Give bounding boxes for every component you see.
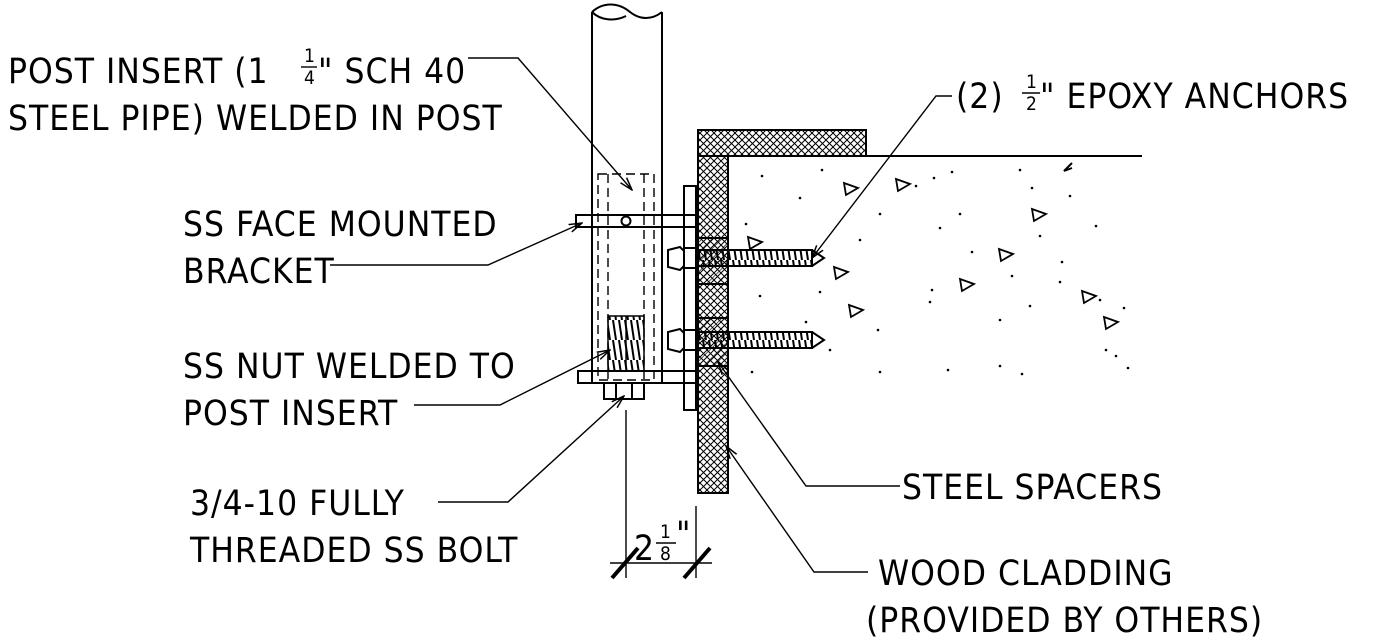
label-anchors: (2) 1 2 " EPOXY ANCHORS [956, 71, 1349, 117]
threaded-bolt [607, 315, 645, 372]
nut-line1: SS NUT WELDED TO [183, 347, 516, 387]
anchors-prefix: (2) [956, 77, 1004, 117]
stipple-dot [1010, 274, 1014, 278]
stipple-dot [1038, 234, 1042, 238]
aggregate-mark [958, 277, 977, 293]
stipple-dot [1068, 194, 1072, 198]
bracket-line1: SS FACE MOUNTED [183, 205, 498, 245]
stipple-dot [946, 368, 950, 372]
stipple-dot [798, 196, 802, 200]
leader-bracket [330, 223, 582, 266]
bolt-line1: 3/4-10 FULLY [190, 484, 405, 524]
aggregate-mark [1080, 289, 1099, 305]
label-nut: SS NUT WELDED TO POST INSERT [183, 347, 516, 434]
epoxy-anchor-lower [667, 327, 826, 354]
aggregate-mark [1102, 315, 1121, 331]
stipple-dot [818, 290, 822, 294]
face-mount-bracket-lower [577, 370, 697, 384]
stipple-dot [1058, 280, 1062, 284]
leader-post-insert [468, 57, 632, 190]
anchors-tail: " EPOXY ANCHORS [1040, 77, 1349, 117]
stipple-dot [858, 238, 862, 242]
stipple-dot [938, 226, 942, 230]
dimension-inch: " [676, 515, 691, 555]
post-insert-line2: STEEL PIPE) WELDED IN POST [8, 99, 503, 139]
label-post-insert: POST INSERT (1 1 4 " SCH 40 STEEL PIPE) … [8, 45, 503, 139]
anchors-frac-den: 2 [1026, 93, 1037, 115]
post-insert-line1-tail: " SCH 40 [318, 52, 466, 92]
bolt-line2: THREADED SS BOLT [189, 531, 518, 571]
stipple-dot [878, 370, 882, 374]
dimension-frac-num: 1 [660, 521, 671, 543]
stipple-dot [1122, 306, 1126, 310]
stipple-dot [760, 174, 764, 178]
stipple-dot [876, 328, 880, 332]
stipple-dot [970, 250, 974, 254]
dimension-frac-den: 8 [660, 543, 671, 565]
nut-line2: POST INSERT [183, 394, 398, 434]
epoxy-anchor-upper [667, 245, 826, 272]
leader-anchors [812, 95, 952, 258]
label-cladding: WOOD CLADDING (PROVIDED BY OTHERS) [866, 554, 1263, 641]
leader-nut [414, 350, 610, 406]
aggregate-mark [746, 235, 765, 251]
cladding-line1: WOOD CLADDING [878, 554, 1174, 594]
face-mount-bracket-upper [575, 214, 697, 228]
post-insert-frac-den: 4 [304, 67, 315, 89]
leader-bolt [438, 396, 624, 503]
post-insert-line1: POST INSERT (1 [8, 52, 269, 92]
concrete-slab [744, 155, 1142, 376]
post-insert-frac-num: 1 [304, 45, 315, 67]
stipple-dot [1094, 224, 1098, 228]
svg-text:POST INSERT (1: POST INSERT (1 [8, 52, 269, 92]
cladding-line2: (PROVIDED BY OTHERS) [866, 601, 1263, 641]
stipple-dot [1018, 168, 1022, 172]
anchors-frac-num: 1 [1026, 71, 1037, 93]
dimension-whole: 2 [634, 529, 655, 569]
stipple-dot [1104, 348, 1108, 352]
wood-cladding [697, 129, 867, 494]
stipple-dot [878, 212, 882, 216]
stipple-dot [758, 294, 762, 298]
aggregate-mark [847, 303, 866, 319]
steel-post [591, 3, 663, 382]
aggregate-mark [832, 265, 851, 281]
leader-cladding [726, 446, 868, 573]
aggregate-mark [1030, 207, 1049, 223]
aggregate-mark [894, 177, 913, 193]
stipple-dot [828, 348, 832, 352]
stipple-dot [820, 168, 824, 172]
stipple-dot [1020, 372, 1024, 376]
stipple-dot [1098, 298, 1102, 302]
stipple-dot [1114, 354, 1118, 358]
stipple-dot [1030, 186, 1034, 190]
stipple-dot [930, 288, 934, 292]
stipple-dot [750, 370, 754, 374]
mounting-plate [683, 185, 697, 411]
label-bolt: 3/4-10 FULLY THREADED SS BOLT [189, 484, 518, 571]
bracket-line2: BRACKET [183, 252, 335, 292]
stipple-dot [1060, 260, 1064, 264]
stipple-dot [804, 320, 808, 324]
aggregate-mark [842, 181, 861, 197]
stipple-dot [928, 300, 932, 304]
spacers-text: STEEL SPACERS [902, 468, 1163, 508]
dimension-2-1-8: 2 1 8 " [610, 410, 712, 580]
stipple-dot [1028, 304, 1032, 308]
stipple-dot [950, 170, 954, 174]
label-bracket: SS FACE MOUNTED BRACKET [183, 205, 498, 292]
label-spacers: STEEL SPACERS [902, 468, 1163, 508]
stipple-dot [998, 318, 1002, 322]
stipple-dot [744, 222, 748, 226]
aggregate-mark [997, 247, 1016, 263]
stipple-dot [1126, 366, 1130, 370]
stipple-dot [998, 364, 1002, 368]
stipple-dot [958, 212, 962, 216]
leader-spacers [718, 362, 900, 487]
stipple-dot [932, 176, 936, 180]
stipple-dot [914, 184, 918, 188]
